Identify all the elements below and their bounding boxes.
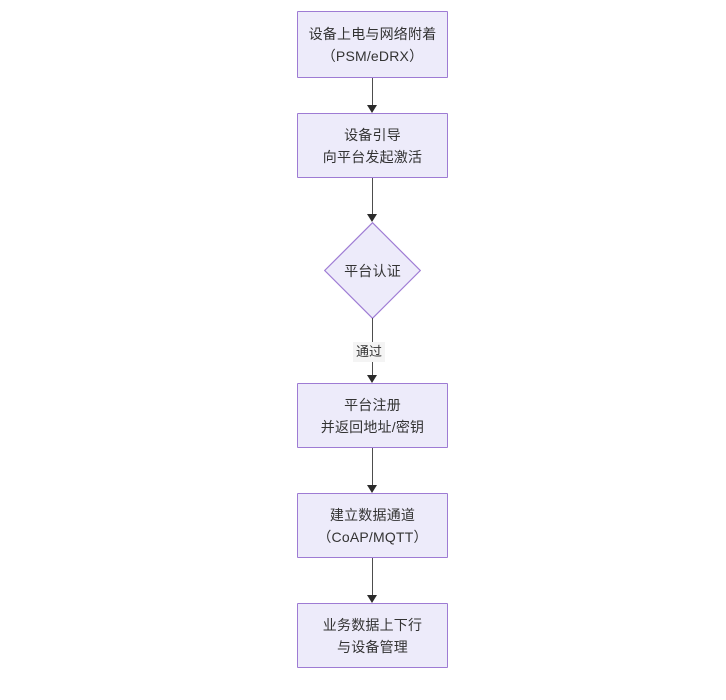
node-text-line1: 平台认证 — [344, 262, 401, 279]
node-text-line2: （CoAP/MQTT） — [317, 528, 428, 545]
node-establish-data-channel[interactable]: 建立数据通道 （CoAP/MQTT） — [297, 493, 448, 558]
node-text-line2: 与设备管理 — [337, 638, 408, 655]
node-text-line1: 建立数据通道 — [329, 506, 416, 523]
connector-n5-n6 — [367, 558, 377, 603]
node-text-line1: 平台注册 — [344, 396, 401, 413]
node-text-line1: 业务数据上下行 — [322, 616, 423, 633]
connector-n1-n2 — [367, 78, 377, 113]
connector-n4-n5 — [367, 448, 377, 493]
node-platform-registration[interactable]: 平台注册 并返回地址/密钥 — [297, 383, 448, 448]
node-platform-authentication[interactable]: 平台认证 — [324, 222, 421, 319]
connector-n2-n3 — [367, 178, 377, 222]
diamond-shape-icon — [324, 222, 421, 319]
node-business-data-and-management[interactable]: 业务数据上下行 与设备管理 — [297, 603, 448, 668]
node-text-line2: 向平台发起激活 — [322, 148, 423, 165]
node-text-line1: 设备上电与网络附着 — [308, 25, 437, 42]
node-text-line2: （PSM/eDRX） — [321, 47, 424, 64]
node-device-power-on[interactable]: 设备上电与网络附着 （PSM/eDRX） — [297, 11, 448, 78]
edge-label-pass: 通过 — [353, 342, 386, 362]
node-text-line2: 并返回地址/密钥 — [320, 418, 425, 435]
node-device-bootstrap[interactable]: 设备引导 向平台发起激活 — [297, 113, 448, 178]
node-text-line1: 设备引导 — [344, 126, 401, 143]
